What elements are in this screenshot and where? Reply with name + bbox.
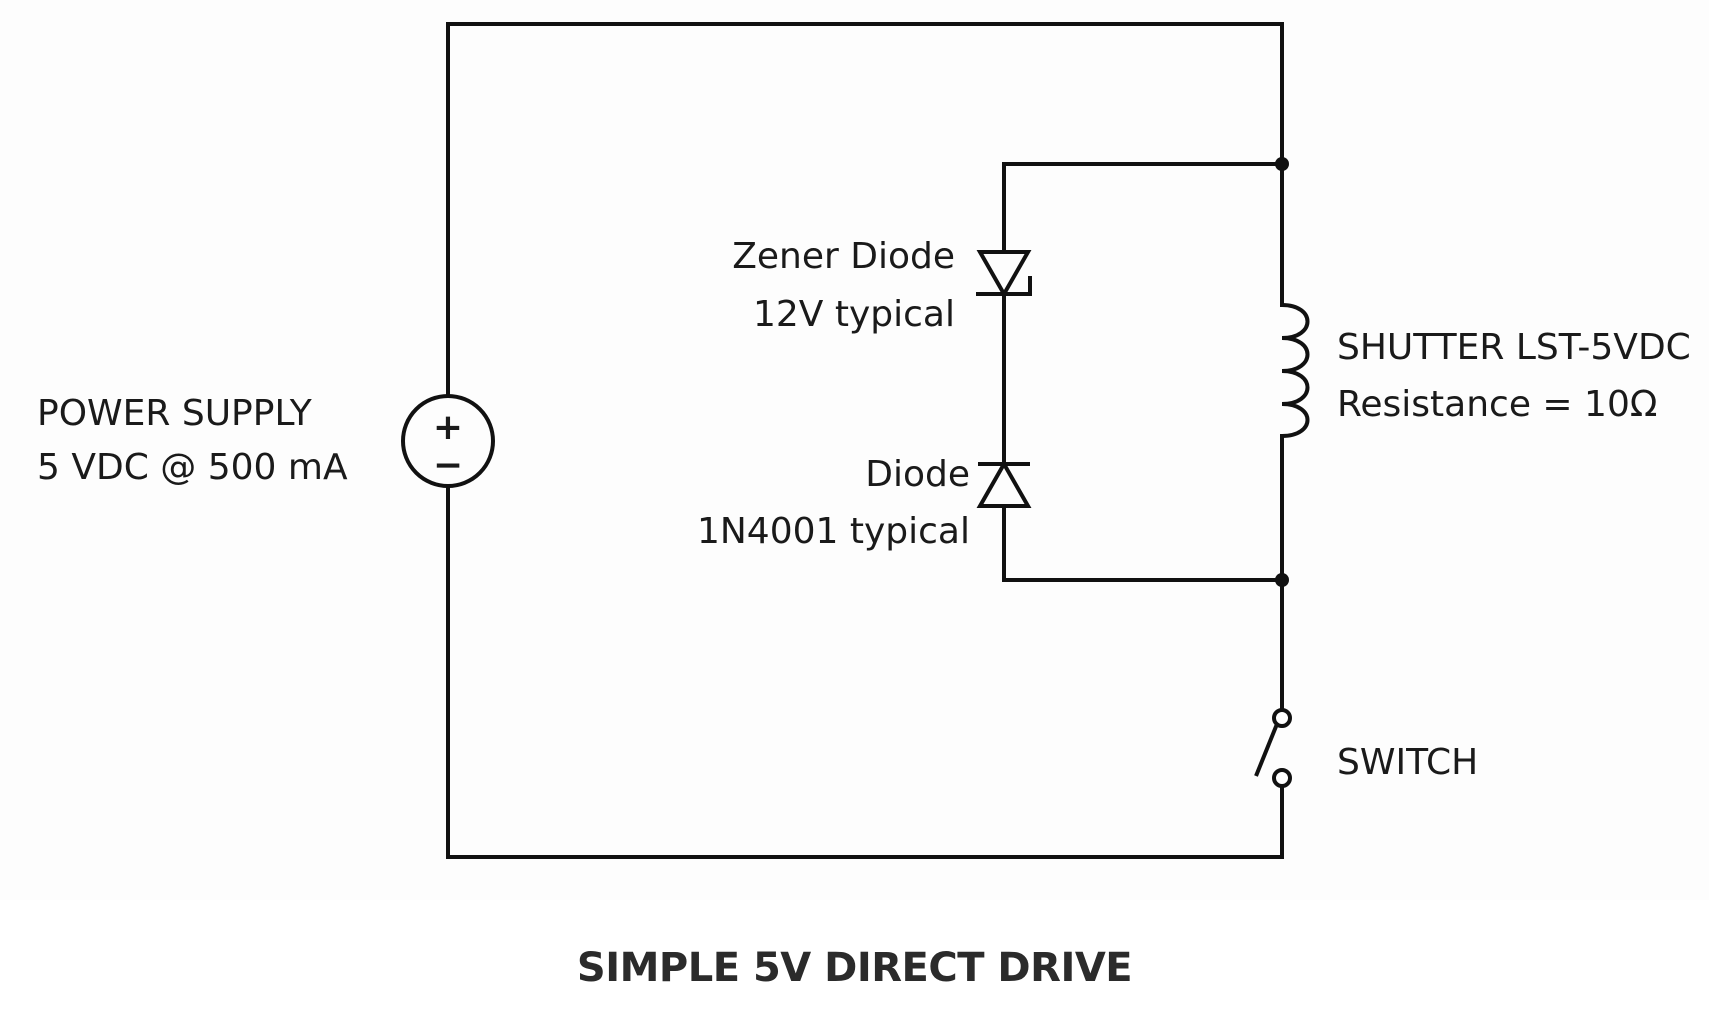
zener-diode-label-line1: Zener Diode (732, 236, 955, 277)
power-supply-label-line2: 5 VDC @ 500 mA (37, 447, 348, 488)
wire-left-top (446, 22, 1284, 398)
circuit-schematic: + − POWER S (37, 22, 1691, 859)
diode-label-line2: 1N4001 typical (697, 511, 970, 552)
power-supply-label-line1: POWER SUPPLY (37, 393, 313, 434)
wire-branch-bottom (1002, 504, 1284, 582)
shutter-label-line2: Resistance = 10Ω (1337, 384, 1657, 425)
diagram-caption: SIMPLE 5V DIRECT DRIVE (576, 945, 1133, 991)
source-plus-sign: + (433, 407, 463, 448)
main-loop-wires (446, 22, 1284, 859)
dc-voltage-source-icon: + − (401, 394, 495, 488)
junction-node-bottom (1275, 573, 1289, 587)
inductor-coil-icon (1281, 303, 1310, 438)
zener-diode-icon (976, 250, 1032, 299)
diagram-panel: + − POWER S (37, 22, 1691, 859)
diode-label-line1: Diode (865, 454, 970, 495)
wire-branch-top (1002, 162, 1284, 254)
wire-left-bottom (446, 484, 1284, 859)
switch-icon (1254, 708, 1292, 788)
junction-node-top (1275, 157, 1289, 171)
switch-label: SWITCH (1337, 742, 1478, 783)
source-minus-sign: − (433, 445, 463, 486)
diode-branch-wires (1002, 162, 1284, 582)
diode-icon (976, 459, 1032, 508)
shutter-label-line1: SHUTTER LST-5VDC (1337, 327, 1691, 368)
zener-diode-label-line2: 12V typical (753, 294, 955, 335)
